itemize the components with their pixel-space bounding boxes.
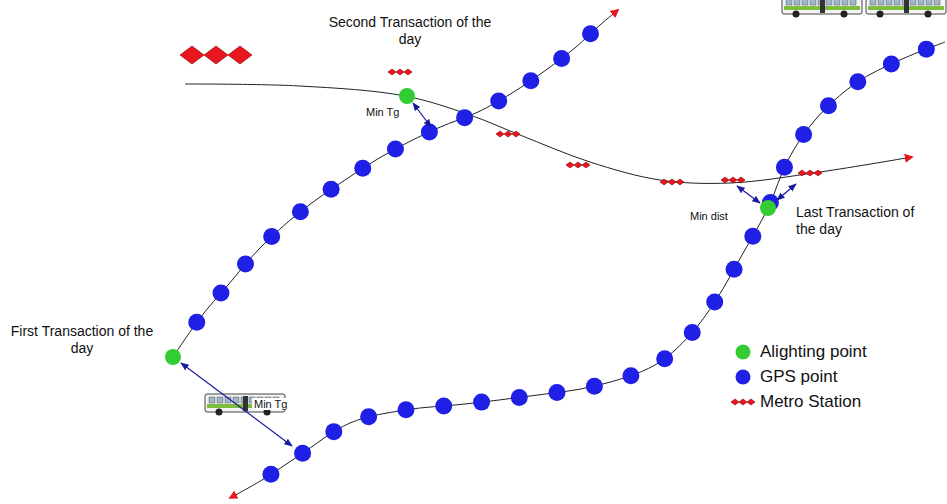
- bus-icon: [866, 0, 946, 18]
- metro-line: [185, 84, 912, 183]
- metro-station: [798, 170, 806, 176]
- gps-point: [795, 126, 812, 143]
- gps-point: [212, 285, 229, 302]
- legend-swatch: [736, 345, 751, 360]
- gps-point: [262, 466, 279, 483]
- gps-point: [294, 445, 311, 462]
- gps-point: [323, 181, 340, 198]
- metro-station: [731, 399, 739, 405]
- gps-point: [849, 73, 866, 90]
- metro-station: [566, 162, 574, 168]
- gps-point: [511, 389, 528, 406]
- gps-point: [656, 350, 673, 367]
- metro-station: [504, 131, 512, 137]
- bus-route: [173, 10, 618, 357]
- gps-point: [435, 397, 452, 414]
- transaction-text: Last Transaction of the day: [796, 204, 926, 238]
- distance-arrow: [413, 103, 431, 127]
- gps-point: [776, 159, 793, 176]
- metro-station: [737, 177, 745, 183]
- transaction-label: First Transaction of the day: [7, 323, 157, 357]
- metro-station: [388, 69, 396, 75]
- metro-station: [747, 399, 755, 405]
- gps-point: [706, 293, 723, 310]
- distance-label: Min Tg: [252, 398, 289, 410]
- metro-station: [660, 179, 668, 185]
- metro-station: [739, 399, 747, 405]
- gps-point: [586, 378, 603, 395]
- legend-text: Metro Station: [760, 392, 861, 412]
- legend-swatch: [736, 370, 751, 385]
- gps-point: [360, 408, 377, 425]
- gps-point: [522, 72, 539, 89]
- gps-point: [354, 160, 371, 177]
- distance-label: Min dist: [688, 210, 730, 222]
- legend-text: GPS point: [760, 367, 838, 387]
- gps-point: [883, 55, 900, 72]
- distance-arrow: [737, 186, 760, 203]
- metro-station: [668, 179, 676, 185]
- gps-point: [237, 256, 254, 273]
- metro-station: [814, 170, 822, 176]
- gps-point: [918, 41, 935, 58]
- gps-point: [387, 140, 404, 157]
- gps-point: [490, 92, 507, 109]
- alighting-point: [165, 349, 181, 365]
- metro-station: [512, 131, 520, 137]
- transaction-label: Second Transaction of the day: [323, 14, 498, 48]
- gps-point: [292, 203, 309, 220]
- gps-point: [188, 314, 205, 331]
- metro-station: [729, 177, 737, 183]
- gps-point: [582, 25, 599, 42]
- distance-label: Min Tg: [364, 106, 401, 118]
- gps-point: [726, 261, 743, 278]
- gps-point: [473, 394, 490, 411]
- gps-point: [456, 109, 473, 126]
- transaction-label: Last Transaction of the day: [796, 204, 926, 238]
- gps-point: [325, 423, 342, 440]
- metro-station: [228, 46, 252, 64]
- gps-point: [421, 123, 438, 140]
- metro-station: [396, 69, 404, 75]
- metro-station: [574, 162, 582, 168]
- metro-station: [496, 131, 504, 137]
- gps-point: [684, 324, 701, 341]
- legend-text: Alighting point: [760, 342, 867, 362]
- metro-station: [582, 162, 590, 168]
- gps-point: [744, 228, 761, 245]
- gps-point: [622, 367, 639, 384]
- metro-station: [721, 177, 729, 183]
- metro-station: [204, 46, 228, 64]
- gps-point: [263, 228, 280, 245]
- metro-station: [676, 179, 684, 185]
- distance-arrow: [181, 363, 292, 446]
- bus-route: [230, 42, 945, 498]
- distance-arrow: [777, 184, 796, 200]
- metro-station: [806, 170, 814, 176]
- metro-icon: [180, 46, 252, 64]
- gps-point: [397, 401, 414, 418]
- metro-station: [180, 46, 204, 64]
- transaction-text: Second Transaction of the day: [323, 14, 498, 48]
- gps-point: [820, 97, 837, 114]
- alighting-point: [760, 200, 776, 216]
- alighting-point: [399, 88, 415, 104]
- metro-station: [404, 69, 412, 75]
- transaction-text: First Transaction of the day: [7, 323, 157, 357]
- gps-point: [553, 50, 570, 67]
- legend: [731, 345, 755, 406]
- gps-point: [548, 384, 565, 401]
- bus-icon: [782, 0, 862, 18]
